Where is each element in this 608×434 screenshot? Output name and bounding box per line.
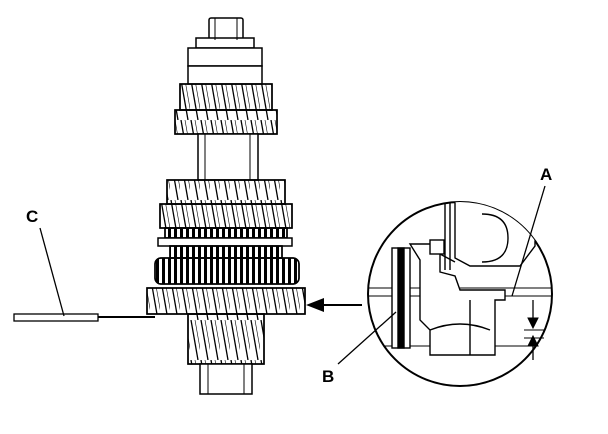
callout-a-leader (511, 185, 546, 297)
clearance-dimension (524, 300, 544, 360)
middle-gear-1 (166, 179, 286, 205)
callout-c-leader (39, 227, 65, 317)
callout-b-leader (337, 311, 397, 365)
lower-gear (146, 287, 306, 315)
feeler-gauge-blade (13, 313, 99, 322)
top-nut-base (195, 37, 255, 49)
shaft-assembly (146, 17, 306, 395)
top-nut (208, 17, 244, 41)
upper-collar (187, 65, 263, 85)
feeler-gauge (13, 227, 155, 322)
middle-shaft (197, 133, 259, 181)
callout-label-c: C (26, 207, 38, 226)
upper-shaft-section (187, 47, 263, 67)
middle-gear-2 (159, 203, 293, 229)
detail-arrow (306, 298, 362, 312)
synchro-hub (154, 257, 300, 285)
thrust-washer (157, 237, 293, 247)
synchro-ring (164, 227, 288, 239)
callout-label-a: A (540, 165, 552, 184)
callout-label-b: B (322, 367, 334, 386)
shaft-end (199, 363, 253, 395)
upper-gear-1 (179, 83, 273, 111)
pinion-gear (187, 313, 265, 365)
detail-view (367, 201, 553, 387)
upper-gear-2 (174, 109, 278, 135)
